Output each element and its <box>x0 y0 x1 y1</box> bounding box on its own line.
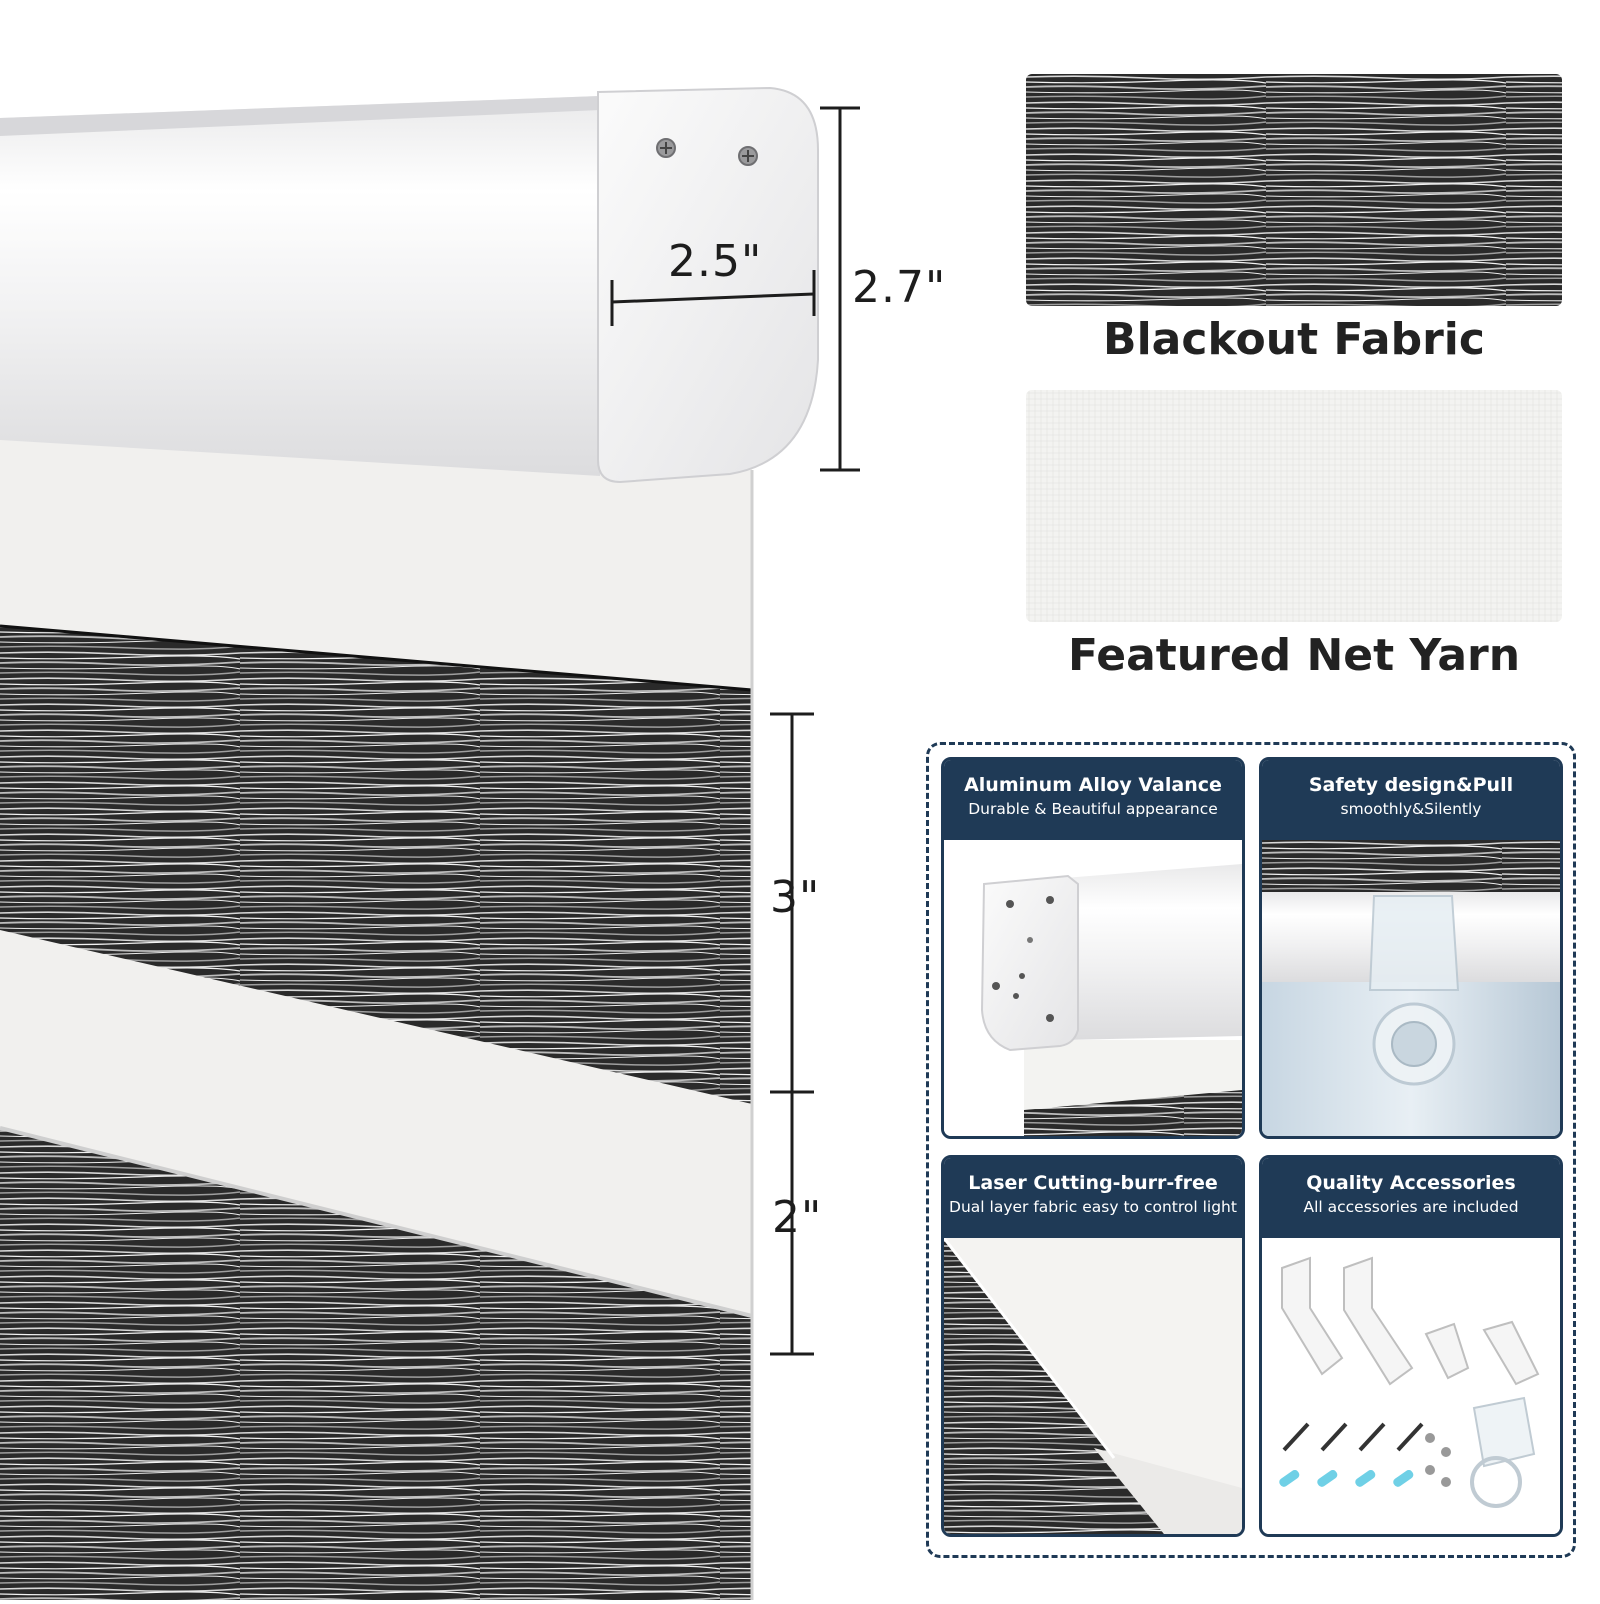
feature-title: Laser Cutting-burr-free <box>968 1172 1218 1194</box>
net-yarn-swatch <box>1026 390 1562 622</box>
valance-closeup-image <box>944 840 1242 1136</box>
feature-title: Quality Accessories <box>1306 1172 1516 1194</box>
features-panel: Aluminum Alloy Valance Durable & Beautif… <box>926 742 1576 1558</box>
feature-title: Aluminum Alloy Valance <box>964 774 1222 796</box>
feature-card-laser-cutting: Laser Cutting-burr-free Dual layer fabri… <box>941 1155 1245 1537</box>
feature-title: Safety design&Pull <box>1308 774 1514 796</box>
blackout-fabric-label: Blackout Fabric <box>1103 314 1485 365</box>
feature-subtitle: Dual layer fabric easy to control light <box>949 1198 1237 1216</box>
blackout-fabric-swatch <box>1026 74 1562 306</box>
valance-height-label: 2.7" <box>852 262 947 313</box>
fabric-edge-image <box>944 1237 1242 1534</box>
dark-stripe-height-label: 3" <box>770 872 821 923</box>
net-yarn-label: Featured Net Yarn <box>1067 630 1521 681</box>
sheer-stripe-height-label: 2" <box>772 1192 823 1243</box>
feature-card-header: Quality Accessories All accessories are … <box>1262 1158 1560 1238</box>
feature-card-valance: Aluminum Alloy Valance Durable & Beautif… <box>941 757 1245 1139</box>
feature-subtitle: Durable & Beautiful appearance <box>968 800 1218 818</box>
accessories-image <box>1262 1238 1560 1534</box>
feature-card-header: Safety design&Pull smoothly&Silently <box>1262 760 1560 840</box>
feature-card-header: Laser Cutting-burr-free Dual layer fabri… <box>944 1158 1242 1238</box>
feature-subtitle: smoothly&Silently <box>1340 800 1482 818</box>
safety-clip-image <box>1262 840 1560 1136</box>
feature-card-header: Aluminum Alloy Valance Durable & Beautif… <box>944 760 1242 840</box>
feature-subtitle: All accessories are included <box>1303 1198 1519 1216</box>
valance-depth-label: 2.5" <box>668 236 763 287</box>
feature-card-safety: Safety design&Pull smoothly&Silently <box>1259 757 1563 1139</box>
feature-card-accessories: Quality Accessories All accessories are … <box>1259 1155 1563 1537</box>
product-shade-image: 2.5" 2.7" 3" 2" <box>0 86 947 1600</box>
